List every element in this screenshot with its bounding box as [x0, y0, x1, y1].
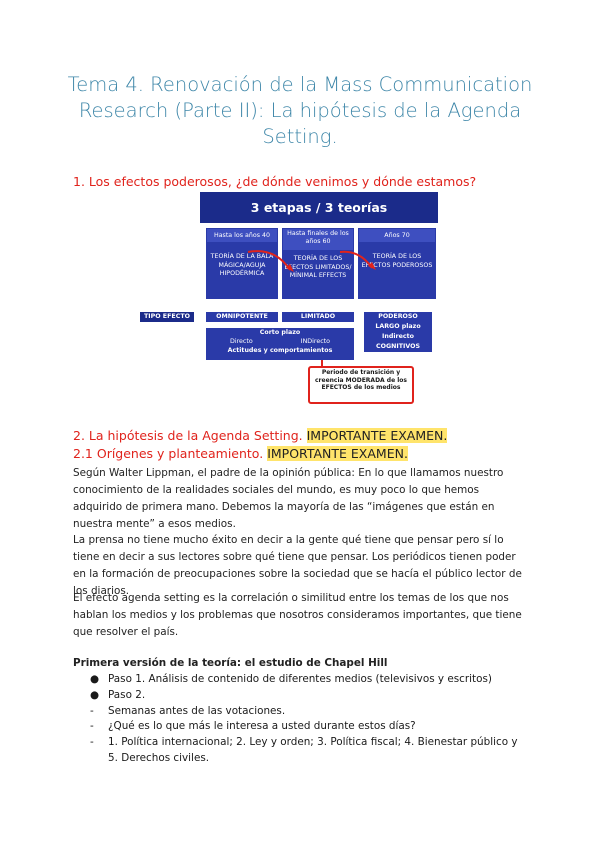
chapel-hill-heading: Primera versión de la teoría: el estudio… [73, 657, 388, 669]
theories-diagram: 3 etapas / 3 teorías Hasta los años 40 T… [140, 192, 450, 404]
section-2-heading: 2. La hipótesis de la Agenda Setting. IM… [73, 428, 448, 443]
list-item: -¿Qué es lo que más le interesa a usted … [90, 720, 416, 733]
diagram-banner: 3 etapas / 3 teorías [200, 192, 438, 223]
column-theory: TEORÍA DE LOS EFECTOS LIMITADOS/ MÍNIMAL… [284, 255, 352, 279]
poderoso-line: COGNITIVOS [375, 343, 421, 350]
chapel-hill-list: ●Paso 1. Análisis de contenido de difere… [90, 672, 520, 767]
corto-plazo-box: Corto plazo Directo INDirecto Actitudes … [206, 328, 354, 360]
column-period: Hasta los años 40 [207, 229, 277, 242]
important-badge: IMPORTANTE EXAMEN. [306, 428, 448, 443]
poderoso-line: PODEROSO [378, 313, 418, 320]
omnipotente-label: OMNIPOTENTE [206, 312, 278, 322]
column-period: Hasta finales de los años 60 [283, 229, 353, 250]
section-1-heading: 1. Los efectos poderosos, ¿de dónde veni… [73, 174, 477, 189]
directo-label: Directo [230, 338, 253, 345]
column-theory: TEORÍA DE LOS EFECTOS PODEROSOS [361, 253, 433, 269]
poderoso-box: PODEROSO LARGO plazo Indirecto COGNITIVO… [364, 312, 432, 352]
transition-note: Periodo de transición y creencia MODERAD… [308, 366, 414, 404]
indirecto-label: INDirecto [300, 338, 330, 345]
arrows-graphic [247, 250, 376, 366]
list-item: -Semanas antes de las votaciones. [90, 704, 286, 717]
poderoso-line: Indirecto [382, 333, 414, 340]
section-2-text: 2. La hipótesis de la Agenda Setting. [73, 428, 303, 443]
page-title: Tema 4. Renovación de la Mass Communicat… [67, 73, 533, 148]
tipo-efecto-label: TIPO EFECTO [140, 312, 194, 322]
section-21-heading: 2.1 Orígenes y planteamiento. IMPORTANTE… [73, 446, 408, 461]
list-item: ●Paso 1. Análisis de contenido de difere… [90, 673, 492, 685]
section-21-text: 2.1 Orígenes y planteamiento. [73, 446, 264, 461]
important-badge: IMPORTANTE EXAMEN. [267, 446, 408, 461]
list-item: -1. Política internacional; 2. Ley y ord… [90, 736, 518, 764]
column-period: Años 70 [359, 229, 435, 242]
poderoso-line: LARGO plazo [375, 323, 421, 330]
paragraph-lippman: Según Walter Lippman, el padre de la opi… [73, 467, 504, 530]
column-efectos-limitados: Hasta finales de los años 60 TEORÍA DE L… [282, 228, 354, 299]
limitado-label: LIMITADO [282, 312, 354, 322]
paragraph-agenda-setting: El efecto agenda setting es la correlaci… [73, 592, 522, 638]
column-bala-magica: Hasta los años 40 TEORÍA DE LA BALA MÁGI… [206, 228, 278, 299]
corto-plazo-label: Corto plazo [259, 329, 301, 336]
actitudes-label: Actitudes y comportamientos [227, 347, 333, 354]
column-theory: TEORÍA DE LA BALA MÁGICA/AGUJA HIPODÉRMI… [210, 253, 274, 277]
list-item: ●Paso 2. [90, 688, 146, 701]
paragraph-prensa: La prensa no tiene mucho éxito en decir … [73, 534, 522, 597]
